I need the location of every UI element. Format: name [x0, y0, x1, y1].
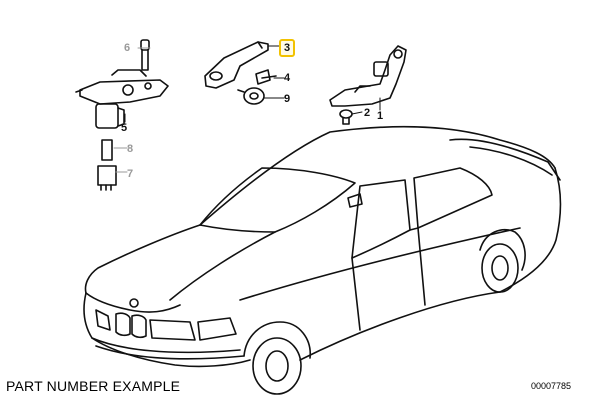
car-illustration — [83, 125, 562, 395]
callout-7: 7 — [127, 168, 134, 180]
part-8-sensor — [101, 139, 113, 161]
caption-part-number-example: PART NUMBER EXAMPLE — [6, 378, 181, 394]
callout-5: 5 — [121, 122, 128, 134]
part-7-connector — [97, 165, 117, 191]
part-3-lever — [204, 41, 269, 89]
callout-6: 6 — [124, 42, 131, 54]
diagram-reference-number: 00007785 — [531, 381, 572, 391]
part-1-linkage — [329, 45, 407, 107]
callout-2: 2 — [364, 107, 371, 119]
leader-lines — [113, 45, 381, 173]
callout-4: 4 — [284, 72, 291, 84]
callout-8: 8 — [127, 143, 134, 155]
part-6-bolt — [140, 39, 150, 71]
callout-9: 9 — [284, 93, 291, 105]
part-9-nut — [237, 87, 265, 105]
part-4-screw — [255, 69, 277, 85]
part-2-bolt — [339, 109, 353, 125]
callout-3: 3 — [279, 39, 296, 57]
callout-1: 1 — [377, 110, 384, 122]
part-5-bracket — [75, 69, 169, 129]
